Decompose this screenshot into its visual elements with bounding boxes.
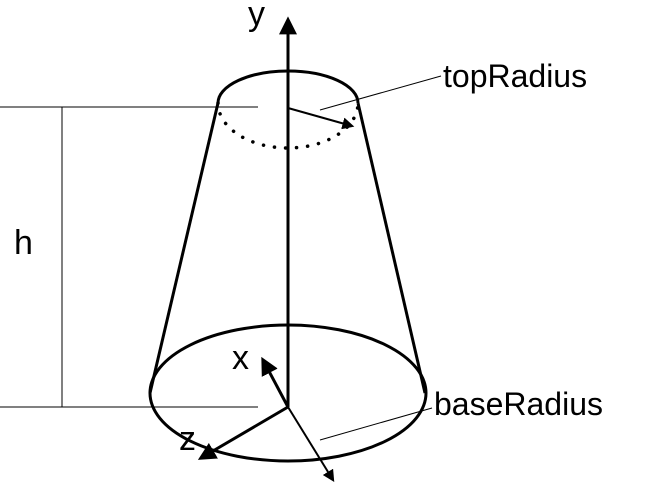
x-axis-arrow (261, 356, 290, 408)
height-label: h (14, 224, 33, 262)
z-axis-label: z (179, 420, 196, 458)
base-radius-label: baseRadius (434, 386, 603, 422)
cone-left-side (148, 102, 220, 394)
z-axis-arrow (197, 405, 289, 460)
x-axis-label: x (232, 339, 249, 377)
y-axis-label: y (248, 0, 265, 33)
base-radius-leader-line (319, 407, 433, 441)
top-radius-leader-line (319, 75, 442, 111)
top-ellipse-back-dotted-arc (216, 101, 360, 150)
base-radius-arrow (287, 406, 335, 483)
top-radius-arrow (287, 107, 355, 130)
cone-right-side (356, 102, 427, 394)
top-radius-label: topRadius (443, 58, 587, 94)
